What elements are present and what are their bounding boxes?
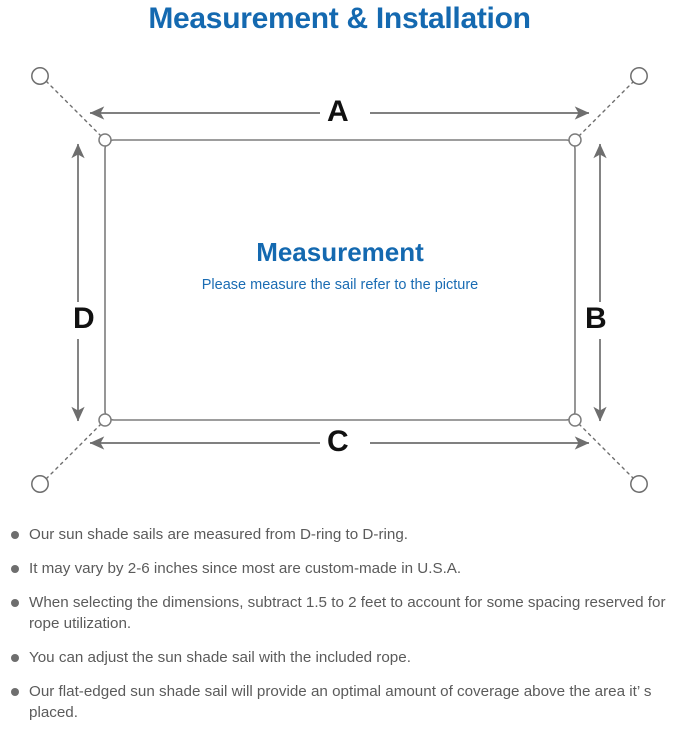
list-item-text: It may vary by 2-6 inches since most are… [29, 560, 462, 577]
rope-line-top-right [578, 78, 637, 137]
bullet-icon [11, 565, 19, 573]
anchor-point-top-left-icon [31, 67, 49, 85]
list-item: You can adjust the sun shade sail with t… [0, 647, 679, 668]
measurement-caption: Measurement Please measure the sail refe… [130, 236, 550, 296]
dimension-label-a: A [320, 95, 356, 129]
list-item: Our flat-edged sun shade sail will provi… [0, 681, 679, 723]
d-ring-bottom-left-icon [98, 413, 112, 427]
list-item-text: You can adjust the sun shade sail with t… [29, 649, 411, 666]
d-ring-top-right-icon [568, 133, 582, 147]
measurement-caption-subheading: Please measure the sail refer to the pic… [201, 277, 479, 293]
bullet-icon [11, 688, 19, 696]
dimension-label-b: B [578, 302, 614, 336]
bullet-icon [11, 599, 19, 607]
list-item-text: Our sun shade sails are measured from D-… [29, 526, 408, 543]
diagram-svg [31, 67, 648, 493]
sail-rectangle [104, 139, 576, 421]
anchor-point-top-right-icon [630, 67, 648, 85]
page-title: Measurement & Installation [148, 2, 531, 35]
notes-list: Our sun shade sails are measured from D-… [0, 524, 679, 736]
measurement-caption-heading: Measurement [256, 237, 424, 267]
list-item: When selecting the dimensions, subtract … [0, 592, 679, 634]
dimension-label-d: D [66, 302, 102, 336]
bullet-icon [11, 654, 19, 662]
bullet-icon [11, 531, 19, 539]
d-ring-bottom-right-icon [568, 413, 582, 427]
rope-line-top-left [43, 78, 102, 137]
list-item-text: When selecting the dimensions, subtract … [29, 594, 666, 632]
dimension-label-c: C [320, 425, 356, 459]
list-item: Our sun shade sails are measured from D-… [0, 524, 679, 545]
shade-sail-measurement-diagram: A B C D Measurement Please measure the s… [0, 44, 679, 514]
list-item: It may vary by 2-6 inches since most are… [0, 558, 679, 579]
d-ring-top-left-icon [98, 133, 112, 147]
rope-line-bottom-left [43, 423, 102, 482]
anchor-point-bottom-right-icon [630, 475, 648, 493]
rope-line-bottom-right [578, 423, 637, 482]
anchor-point-bottom-left-icon [31, 475, 49, 493]
list-item-text: Our flat-edged sun shade sail will provi… [29, 683, 652, 721]
